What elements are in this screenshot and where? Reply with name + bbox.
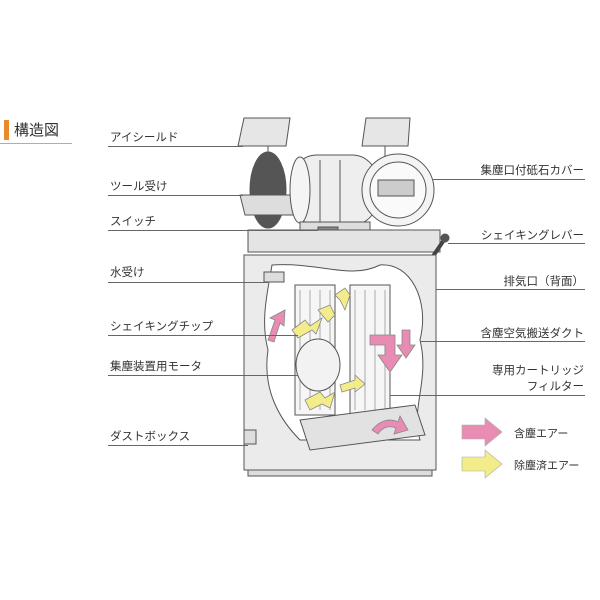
dust-air-flow-arrow-icon (371, 415, 409, 435)
leader-line (432, 179, 585, 180)
dust-air-flow-arrow-icon (369, 334, 403, 373)
label-switch: スイッチ (110, 214, 156, 228)
label-shaking-lever: シェイキングレバー (480, 228, 584, 242)
right-eye-shield (361, 117, 411, 147)
leader-line (108, 195, 243, 196)
dust-box (299, 404, 426, 451)
leader-line (108, 146, 243, 147)
page-title: 構造図 (14, 121, 60, 139)
clean-air-flow-arrow-icon (291, 316, 323, 339)
leader-line (108, 230, 318, 231)
leader-line (108, 445, 248, 446)
label-water-tray: 水受け (110, 265, 145, 279)
dust-air-arrow-icon (461, 417, 503, 447)
leader-line (436, 289, 585, 290)
clean-air-flow-arrow-icon (339, 374, 366, 393)
label-wheel-cover: 集塵口付砥石カバー (480, 163, 585, 177)
title-underline (0, 143, 72, 144)
label-filter: フィルター (526, 379, 584, 393)
dust-air-flow-arrow-icon (396, 329, 416, 359)
label-shaking-tip: シェイキングチップ (110, 319, 214, 333)
clean-air-flow-arrow-icon (317, 304, 336, 323)
collector-motor (295, 338, 341, 392)
legend-clean-air: 除塵済エアー (514, 459, 580, 472)
title-accent-bar (4, 120, 9, 140)
clean-air-flow-arrow-icon (334, 287, 351, 312)
dust-air-flow-arrow-icon (267, 309, 286, 343)
leader-line (108, 282, 268, 283)
left-eye-shield (237, 117, 291, 147)
leader-line (108, 375, 298, 376)
top-plate (247, 229, 441, 253)
label-duct: 含塵空気搬送ダクト (480, 326, 585, 340)
label-exhaust-port: 排気口（背面） (503, 274, 585, 288)
water-tray (263, 271, 285, 283)
clean-air-arrow-icon (461, 449, 503, 479)
leader-line (448, 243, 585, 244)
legend-dust-air: 含塵エアー (514, 427, 569, 440)
label-eye-shield: アイシールド (110, 130, 179, 144)
leader-line (390, 395, 585, 396)
clean-air-flow-arrow-icon (304, 391, 336, 411)
leader-line (420, 341, 585, 342)
label-tool-rest: ツール受け (110, 179, 168, 193)
label-cartridge: 専用カートリッジ (492, 363, 584, 377)
label-dust-box: ダストボックス (110, 429, 191, 443)
label-collector-motor: 集塵装置用モータ (110, 359, 202, 373)
leader-line (108, 335, 298, 336)
